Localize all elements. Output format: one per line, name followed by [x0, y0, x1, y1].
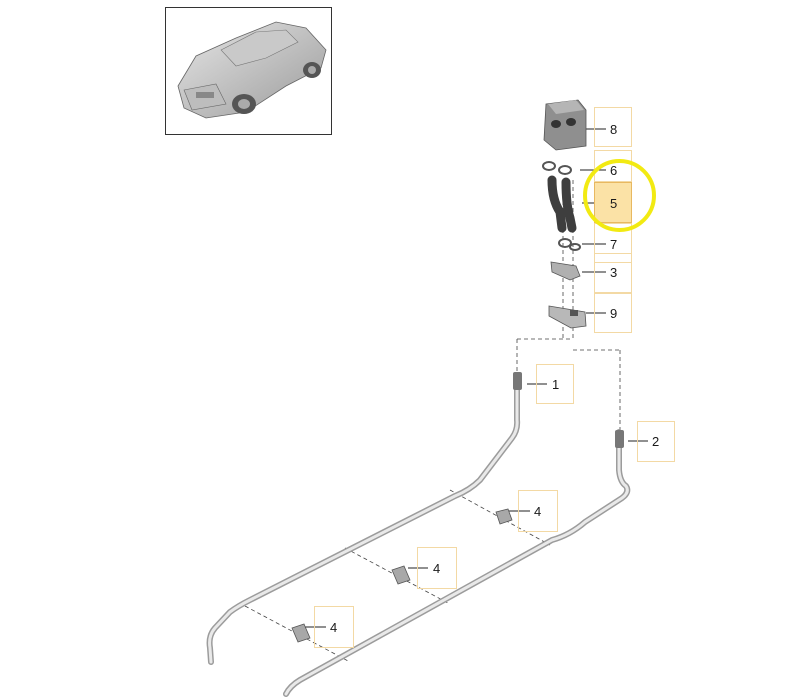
callout-box-4a	[518, 490, 558, 532]
part-8-cover	[543, 99, 587, 151]
callout-label-8[interactable]: 8	[610, 122, 618, 137]
callout-label-2[interactable]: 2	[652, 434, 660, 449]
callout-box-4c	[314, 606, 354, 648]
callout-label-4-c[interactable]: 4	[330, 620, 338, 635]
callout-label-4-b[interactable]: 4	[433, 561, 441, 576]
callout-box-2	[637, 421, 675, 462]
callout-box-1	[536, 364, 574, 404]
callout-box-3	[594, 253, 632, 293]
callout-label-4-a[interactable]: 4	[534, 504, 542, 519]
selection-highlight-ring	[583, 159, 656, 232]
callout-label-9[interactable]: 9	[610, 306, 618, 321]
callout-label-1[interactable]: 1	[552, 377, 560, 392]
callout-label-3[interactable]: 3	[610, 265, 618, 280]
car-icon	[177, 21, 327, 119]
callout-box-8	[594, 107, 632, 147]
vehicle-thumbnail	[165, 7, 332, 135]
callout-label-7[interactable]: 7	[610, 237, 618, 252]
callout-box-9	[594, 293, 632, 333]
callout-box-4b	[417, 547, 457, 589]
